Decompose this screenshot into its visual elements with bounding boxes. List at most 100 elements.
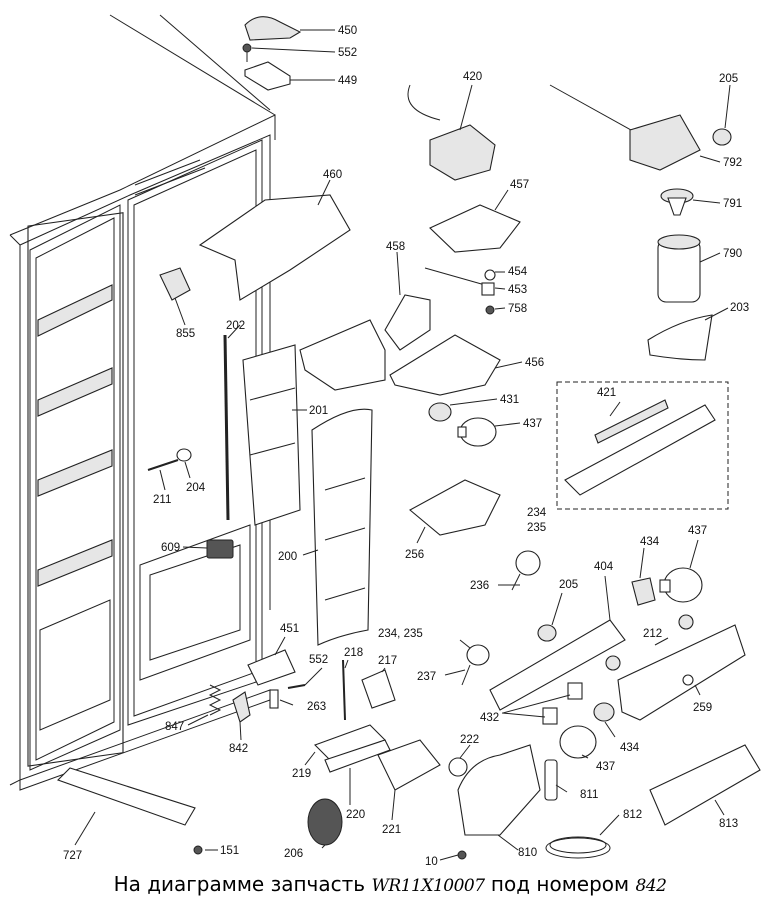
- refrigerator-cabinet: [9, 14, 276, 791]
- part-404-shape: [489, 619, 626, 711]
- part-451-bracket-shape: [247, 649, 296, 686]
- callout-151: 151: [220, 845, 239, 857]
- callout-434-b: 434: [620, 742, 640, 754]
- callout-217: 217: [378, 655, 397, 667]
- part-200-shape: [311, 408, 373, 646]
- part-758-shape: [485, 305, 495, 315]
- callout-609: 609: [161, 542, 180, 554]
- callout-792: 792: [723, 157, 742, 169]
- callout-847: 847: [165, 721, 184, 733]
- callout-218: 218: [344, 647, 363, 659]
- callout-810: 810: [518, 847, 537, 859]
- callout-453: 453: [508, 284, 527, 296]
- callout-222: 222: [460, 734, 479, 746]
- callout-791: 791: [723, 198, 742, 210]
- part-450-shape: [244, 16, 302, 41]
- callout-203: 203: [730, 302, 749, 314]
- callout-201: 201: [309, 405, 328, 417]
- part-205-grommet-shape: [537, 624, 557, 642]
- callout-790: 790: [723, 248, 742, 260]
- part-201-shape: [242, 344, 301, 526]
- callout-451: 451: [280, 623, 299, 635]
- part-813-shape: [649, 744, 761, 826]
- callout-454: 454: [508, 266, 528, 278]
- caption: На диаграмме запчасть WR11X10007 под ном…: [0, 868, 780, 900]
- callout-237: 237: [417, 671, 436, 683]
- callout-758: 758: [508, 303, 527, 315]
- part-437-bulb-1-shape: [457, 417, 497, 447]
- part-449-shape: [244, 61, 291, 91]
- part-458-shape: [384, 294, 431, 351]
- part-434-socket-1-shape: [631, 577, 656, 606]
- callout-437-b: 437: [688, 525, 707, 537]
- callout-437-a: 437: [523, 418, 542, 430]
- callout-855: 855: [176, 328, 195, 340]
- part-259-shape: [617, 624, 746, 721]
- part-420-shape: [407, 84, 496, 181]
- part-434-socket-2-shape: [593, 702, 615, 722]
- callout-404: 404: [594, 561, 614, 573]
- part-206-shape: [307, 798, 343, 846]
- part-460-shape: [198, 194, 351, 301]
- callout-432: 432: [480, 712, 499, 724]
- callout-458: 458: [386, 241, 405, 253]
- part-234-ring-shape: [511, 550, 541, 591]
- callout-813: 813: [719, 818, 738, 830]
- part-811-shape: [544, 759, 558, 801]
- callout-437-c: 437: [596, 761, 615, 773]
- callout-204: 204: [186, 482, 206, 494]
- callout-202: 202: [226, 320, 245, 332]
- part-792-shape: [549, 84, 701, 171]
- callout-205-top: 205: [719, 73, 738, 85]
- part-810-shape: [457, 744, 541, 836]
- part-790-shape: [657, 234, 701, 303]
- part-218-shape: [342, 659, 346, 721]
- callout-460: 460: [323, 169, 342, 181]
- part-222-shape: [448, 757, 468, 777]
- callout-456: 456: [525, 357, 544, 369]
- caption-callout: 842: [635, 876, 667, 896]
- part-432-shape: [542, 682, 583, 725]
- callout-421: 421: [597, 387, 616, 399]
- refrigerator-parts-diagram: 450 552 449 420 205 792 791 790 203 460 …: [9, 14, 761, 868]
- callout-552-top: 552: [338, 47, 357, 59]
- callout-220: 220: [346, 809, 365, 821]
- callout-235-a: 235: [527, 522, 546, 534]
- part-437-bulb-2-shape: [659, 567, 703, 603]
- callout-212: 212: [643, 628, 662, 640]
- callout-450: 450: [338, 25, 357, 37]
- callout-236: 236: [470, 580, 489, 592]
- callout-200: 200: [278, 551, 297, 563]
- part-454-453-shape: [424, 267, 496, 296]
- part-609-switch-shape: [206, 539, 234, 559]
- callout-234-a: 234: [527, 507, 547, 519]
- callout-457: 457: [510, 179, 529, 191]
- part-727-shape: [56, 767, 196, 826]
- part-212-shape: [605, 614, 694, 671]
- callout-842: 842: [229, 743, 248, 755]
- part-855-shape: [159, 267, 191, 301]
- part-section-shape: [299, 319, 386, 391]
- part-151-shape: [193, 845, 203, 855]
- callout-256: 256: [405, 549, 424, 561]
- callout-10: 10: [425, 856, 438, 868]
- callout-552-b: 552: [309, 654, 328, 666]
- part-842-shape: [232, 691, 251, 723]
- part-791-shape: [660, 188, 694, 216]
- part-263-shape: [269, 689, 279, 709]
- callout-811: 811: [580, 789, 598, 801]
- part-256-shape: [409, 479, 501, 536]
- callout-labels: 450 552 449 420 205 792 791 790 203 460 …: [63, 25, 749, 868]
- part-812-coil-shape: [545, 836, 611, 859]
- part-203-shape: [647, 314, 713, 361]
- caption-part-number: WR11X10007: [371, 876, 485, 896]
- part-221-shape: [377, 739, 441, 791]
- caption-prefix: На диаграмме запчасть: [113, 872, 366, 896]
- part-237-ring-shape: [461, 644, 490, 686]
- callout-206: 206: [284, 848, 303, 860]
- part-552-screw-shape: [242, 43, 252, 62]
- callout-219: 219: [292, 768, 311, 780]
- part-220-shape: [324, 739, 391, 773]
- callout-234-235-b: 234, 235: [378, 628, 423, 640]
- callout-263: 263: [307, 701, 326, 713]
